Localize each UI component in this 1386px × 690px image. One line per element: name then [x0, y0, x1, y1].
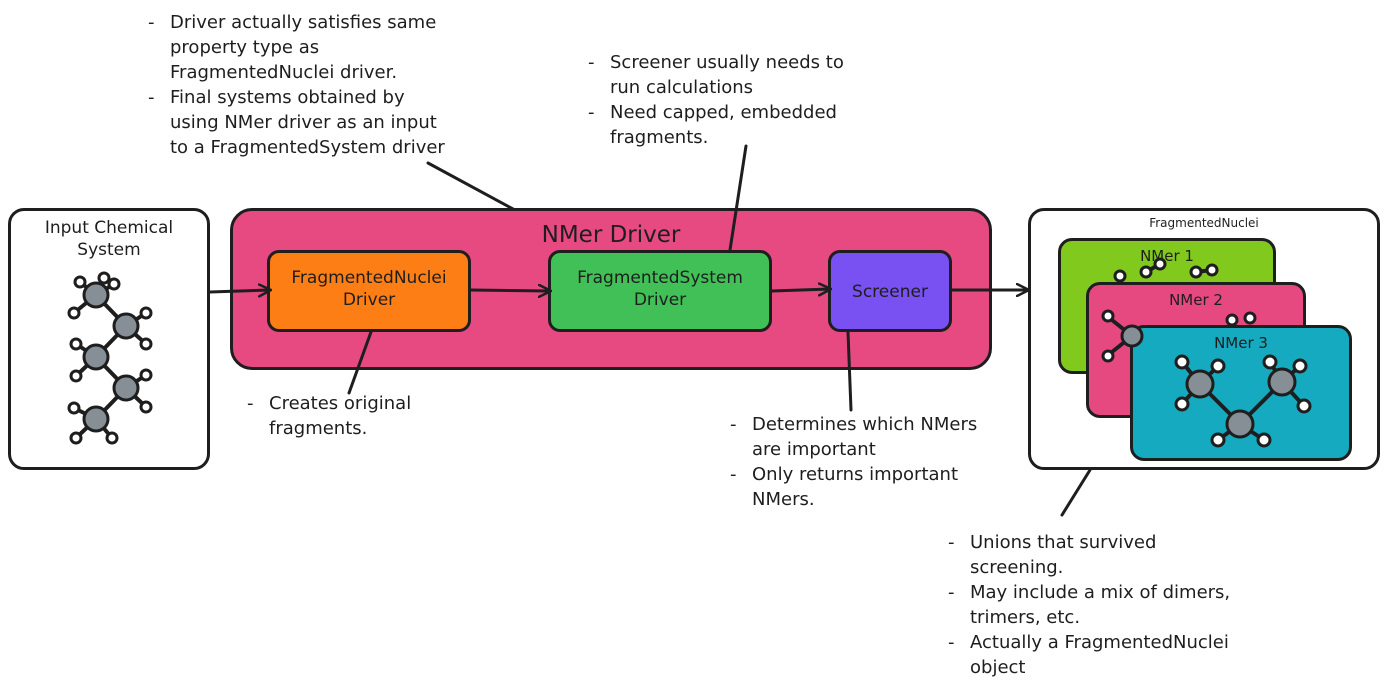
nmer-driver-title: NMer Driver	[541, 222, 681, 248]
fragmented-nuclei-driver-label: FragmentedNuclei Driver	[270, 267, 468, 311]
note-bottom-middle: Determines which NMers are important Onl…	[730, 412, 985, 512]
note-item: Driver actually satisfies same property …	[148, 10, 448, 85]
arrow-system-to-screener	[771, 289, 830, 291]
input-chemical-system-box: Input Chemical System	[8, 208, 210, 470]
screener-label: Screener	[852, 282, 928, 302]
fragmented-system-driver-label: FragmentedSystem Driver	[551, 267, 769, 311]
input-title-line1: Input Chemical	[44, 218, 174, 238]
callout-top-middle	[728, 144, 748, 252]
input-title: Input Chemical System	[11, 217, 207, 261]
note-item: Final systems obtained by using NMer dri…	[148, 85, 448, 160]
note-item: Only returns important NMers.	[730, 462, 985, 512]
note-item: Screener usually needs to run calculatio…	[588, 50, 850, 100]
fragmented-nuclei-driver-box: FragmentedNuclei Driver	[267, 250, 471, 332]
fragmented-system-driver-box: FragmentedSystem Driver	[548, 250, 772, 332]
input-molecule-atoms	[67, 271, 153, 445]
note-top-middle: Screener usually needs to run calculatio…	[588, 50, 850, 150]
note-item: Actually a FragmentedNuclei object	[948, 630, 1248, 680]
note-item: Unions that survived screening.	[948, 530, 1248, 580]
nmer-card-2-label: NMer 2	[1169, 291, 1223, 309]
input-title-line2: System	[77, 240, 141, 260]
nmer-card-1-label: NMer 1	[1140, 247, 1194, 265]
note-item: May include a mix of dimers, trimers, et…	[948, 580, 1248, 630]
note-top-left: Driver actually satisfies same property …	[148, 10, 448, 160]
arrow-input-to-fragmented-nuclei	[209, 290, 270, 292]
arrow-fragmented-nuclei-to-system	[470, 290, 550, 291]
callout-bottom-left	[347, 330, 373, 395]
callout-top-left	[426, 161, 515, 211]
callout-bottom-middle	[846, 330, 853, 412]
note-bottom-left: Creates original fragments.	[247, 391, 447, 441]
note-item: Need capped, embedded fragments.	[588, 100, 850, 150]
note-item: Determines which NMers are important	[730, 412, 985, 462]
nmer-card-3-label: NMer 3	[1214, 334, 1268, 352]
fragmented-nuclei-line1: FragmentedNuclei	[291, 268, 447, 288]
output-title: FragmentedNuclei	[1149, 216, 1259, 230]
nmer-2-molecule-icon	[1101, 309, 1257, 363]
note-item: Creates original fragments.	[247, 391, 447, 441]
fragmented-system-line2: Driver	[633, 290, 687, 310]
fragmented-system-line1: FragmentedSystem	[577, 268, 743, 288]
nmer-3-molecule-atoms	[1174, 354, 1312, 448]
note-bottom-right: Unions that survived screening. May incl…	[948, 530, 1248, 680]
fragmented-nuclei-line2: Driver	[342, 290, 396, 310]
nmer-1-molecule-icon	[1113, 257, 1219, 283]
callout-bottom-right	[1060, 468, 1092, 517]
